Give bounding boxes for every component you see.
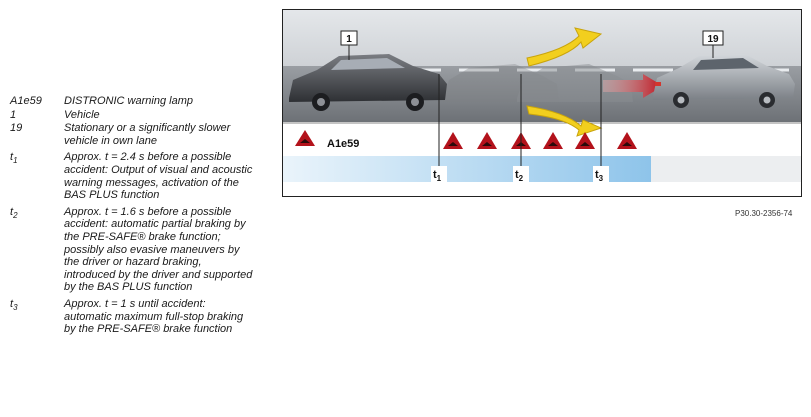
legend-row-19: 19 Stationary or a significantly slower … <box>10 122 260 147</box>
legend-key-sub: 1 <box>13 156 18 166</box>
legend-key: 19 <box>10 122 23 135</box>
legend-row-t1: t1 Approx. t = 2.4 s before a possible a… <box>10 151 260 201</box>
figure-svg: 1 19 A1e59 t1 t2 t3 <box>283 10 801 196</box>
legend-row-a1e59: A1e59 DISTRONIC warning lamp <box>10 95 260 108</box>
legend-row-t2: t2 Approx. t = 1.6 s before a possible a… <box>10 206 260 294</box>
legend-key-t: t <box>10 151 14 164</box>
marker-box-t2 <box>513 166 529 182</box>
legend-row-1: 1 Vehicle <box>10 109 260 122</box>
marker-box-t3 <box>593 166 609 182</box>
warning-triangle-icon <box>617 132 637 149</box>
figure-reference: P30.30-2356-74 <box>735 209 793 218</box>
legend-key: A1e59 <box>10 95 42 107</box>
legend-key-t: t <box>10 297 14 310</box>
distronic-figure: 1 19 A1e59 t1 t2 t3 <box>282 9 802 197</box>
timeline-bar <box>283 156 651 182</box>
legend-key: t3 <box>10 298 64 336</box>
warning-triangle-icon <box>543 132 563 149</box>
legend-key-sub: 2 <box>13 210 18 220</box>
lamp-label: A1e59 <box>327 138 359 150</box>
legend-key: t1 <box>10 151 64 201</box>
marker-label-t1: t1 <box>433 169 442 183</box>
marker-label-t3: t3 <box>595 169 604 183</box>
marker-box-t1 <box>431 166 447 182</box>
legend-row-t3: t3 Approx. t = 1 s until accident: autom… <box>10 298 260 336</box>
vehicle-1 <box>289 54 447 111</box>
callout-label-19: 19 <box>707 34 719 45</box>
legend-key-t: t <box>10 205 14 218</box>
vehicle-19 <box>653 54 795 108</box>
braking-arrow <box>603 74 663 98</box>
legend-list: A1e59 DISTRONIC warning lamp 1 Vehicle 1… <box>10 95 260 336</box>
legend-desc: Vehicle <box>64 108 100 121</box>
warning-lamp-icon <box>295 130 315 146</box>
legend-key-sub: 3 <box>13 302 18 312</box>
legend-desc: Approx. t = 1.6 s before a possible acci… <box>64 205 253 294</box>
evasive-arrow-up <box>526 27 603 67</box>
legend-desc: DISTRONIC warning lamp <box>64 95 193 107</box>
legend-key: 1 <box>10 108 17 121</box>
callout-box-1 <box>340 30 358 46</box>
warning-triangle-icon <box>575 132 595 149</box>
warning-triangle-icon <box>443 132 463 149</box>
legend-desc: Approx. t = 1 s until accident: automati… <box>64 297 244 336</box>
marker-label-t2: t2 <box>515 169 524 183</box>
legend-desc: Stationary or a significantly slower veh… <box>64 122 231 147</box>
legend-key: t2 <box>10 206 64 294</box>
legend-desc: Approx. t = 2.4 s before a possible acci… <box>64 151 253 202</box>
callout-label-1: 1 <box>346 34 352 45</box>
callout-box-19 <box>702 30 724 46</box>
evasive-arrow-down <box>526 105 603 137</box>
vehicle-motion-ghost <box>517 64 633 102</box>
timeline-bar-end <box>651 156 801 182</box>
warning-triangle-icon <box>477 132 497 149</box>
